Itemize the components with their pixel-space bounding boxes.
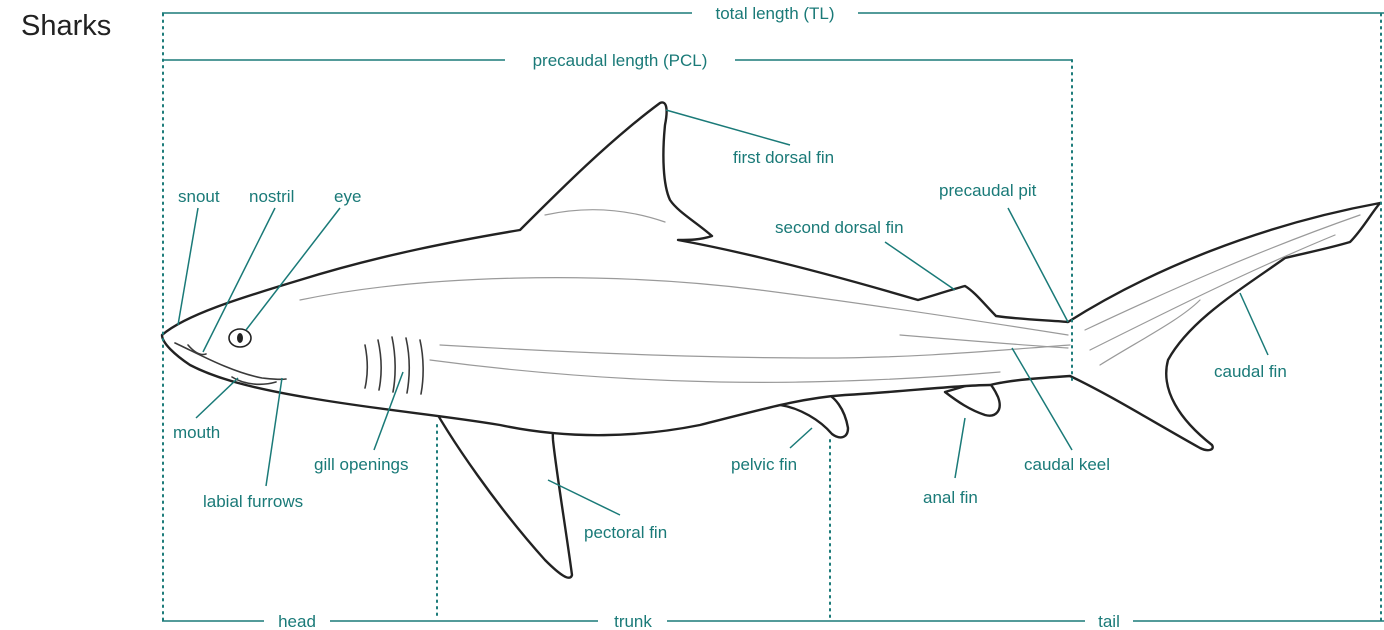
pelvic-fin-label: pelvic fin — [731, 455, 797, 474]
anal-fin-label: anal fin — [923, 488, 978, 507]
labial-furrows-label: labial furrows — [203, 492, 303, 511]
precaudal-length-label: precaudal length (PCL) — [533, 51, 708, 70]
pectoral-fin-label: pectoral fin — [584, 523, 667, 542]
gill-openings-label: gill openings — [314, 455, 409, 474]
caudal-keel-label: caudal keel — [1024, 455, 1110, 474]
trunk-label: trunk — [614, 612, 652, 630]
mouth-label: mouth — [173, 423, 220, 442]
head-label: head — [278, 612, 316, 630]
precaudal-pit-label: precaudal pit — [939, 181, 1037, 200]
second-dorsal-fin-label: second dorsal fin — [775, 218, 904, 237]
first-dorsal-fin-label: first dorsal fin — [733, 148, 834, 167]
caudal-fin-label: caudal fin — [1214, 362, 1287, 381]
eye-label: eye — [334, 187, 361, 206]
nostril-label: nostril — [249, 187, 294, 206]
total-length-label: total length (TL) — [715, 4, 834, 23]
snout-label: snout — [178, 187, 220, 206]
shark-illustration — [162, 102, 1380, 577]
eye-pupil — [237, 333, 243, 343]
tail-label: tail — [1098, 612, 1120, 630]
